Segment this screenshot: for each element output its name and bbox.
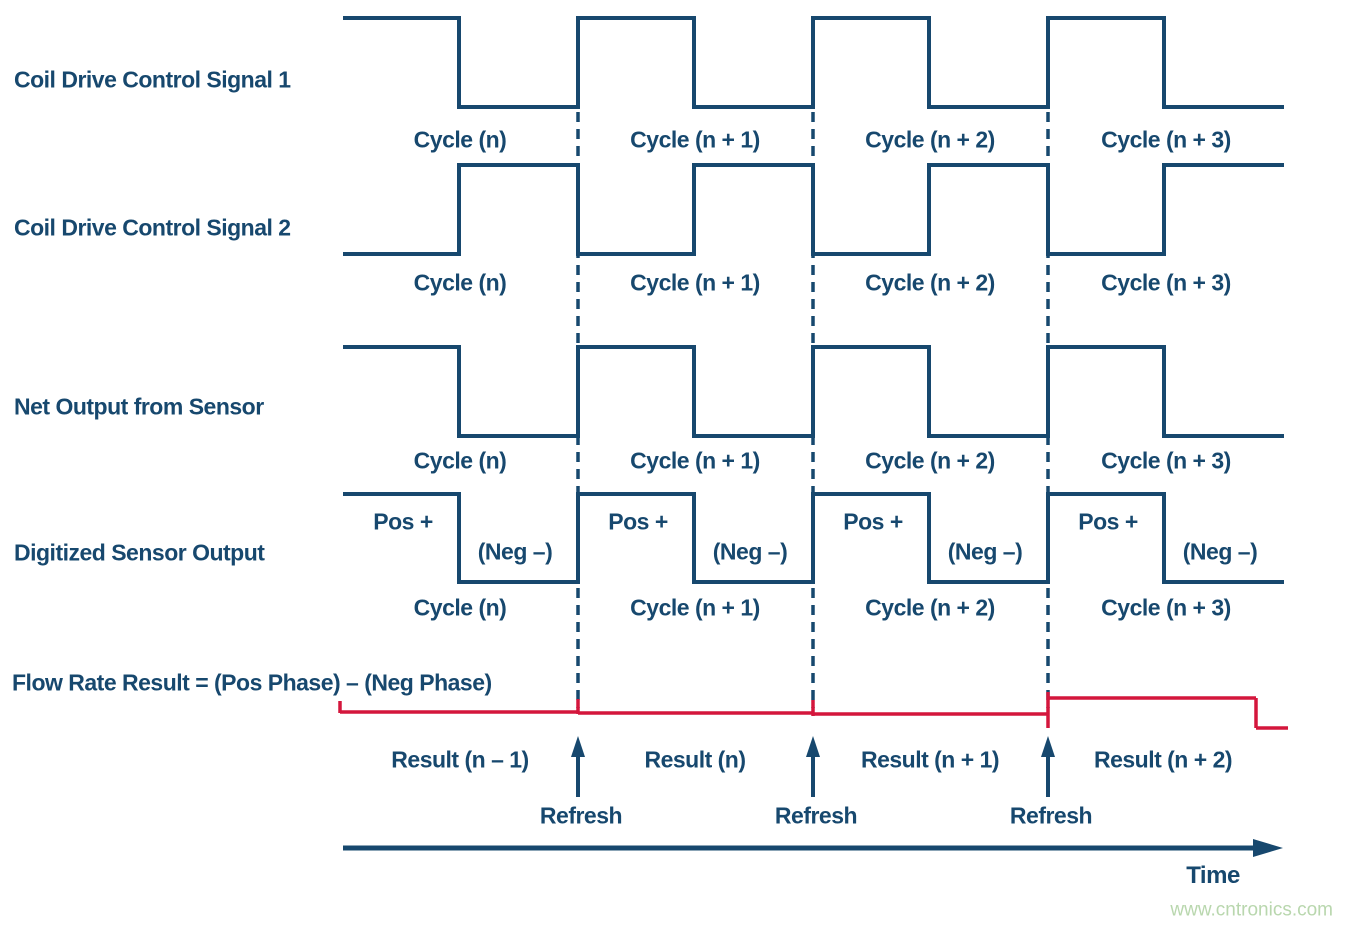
refresh-arrow-head-1 — [571, 736, 585, 757]
pos-phase-label-0: Pos + — [373, 508, 433, 535]
waveform-row-3 — [343, 345, 1284, 438]
pos-phase-label-1: Pos + — [608, 508, 668, 535]
watermark: www.cntronics.com — [1170, 899, 1333, 921]
result-label-1: Result (n) — [644, 746, 746, 773]
result-label-3: Result (n + 2) — [1093, 746, 1233, 773]
pos-phase-label-3: Pos + — [1078, 508, 1138, 535]
refresh-arrow-head-3 — [1041, 736, 1055, 757]
result-label-0: Result (n – 1) — [391, 746, 529, 773]
cycle-label-row2-3: Cycle (n + 3) — [1101, 269, 1231, 296]
cycle-label-row4-0: Cycle (n) — [413, 594, 507, 621]
neg-phase-label-0: (Neg –) — [477, 538, 553, 565]
pos-phase-label-2: Pos + — [843, 508, 903, 535]
time-axis-label: Time — [1186, 862, 1240, 889]
row-label-net-output: Net Output from Sensor — [14, 393, 264, 420]
refresh-label-2: Refresh — [774, 802, 858, 829]
row-label-coil-drive-signal-2: Coil Drive Control Signal 2 — [14, 214, 291, 241]
refresh-label-3: Refresh — [1009, 802, 1093, 829]
time-axis-arrow-head — [1253, 839, 1283, 857]
cycle-label-row2-0: Cycle (n) — [413, 269, 507, 296]
row-label-digitized-output: Digitized Sensor Output — [14, 539, 265, 566]
cycle-label-row2-1: Cycle (n + 1) — [630, 269, 760, 296]
waveform-row-4 — [343, 492, 1284, 584]
row-label-coil-drive-signal-1: Coil Drive Control Signal 1 — [14, 66, 291, 93]
row-label-flow-rate-result: Flow Rate Result = (Pos Phase) – (Neg Ph… — [12, 669, 492, 696]
cycle-label-row3-3: Cycle (n + 3) — [1101, 447, 1231, 474]
cycle-label-row1-3: Cycle (n + 3) — [1101, 126, 1231, 153]
neg-phase-label-1: (Neg –) — [712, 538, 788, 565]
neg-phase-label-3: (Neg –) — [1182, 538, 1258, 565]
cycle-label-row4-1: Cycle (n + 1) — [630, 594, 760, 621]
cycle-label-row3-1: Cycle (n + 1) — [630, 447, 760, 474]
cycle-label-row3-2: Cycle (n + 2) — [865, 447, 995, 474]
cycle-label-row2-2: Cycle (n + 2) — [865, 269, 995, 296]
cycle-label-row1-1: Cycle (n + 1) — [630, 126, 760, 153]
refresh-arrow-head-2 — [806, 736, 820, 757]
neg-phase-label-2: (Neg –) — [947, 538, 1023, 565]
cycle-label-row4-3: Cycle (n + 3) — [1101, 594, 1231, 621]
cycle-label-row4-2: Cycle (n + 2) — [865, 594, 995, 621]
cycle-label-row3-0: Cycle (n) — [413, 447, 507, 474]
cycle-label-row1-2: Cycle (n + 2) — [865, 126, 995, 153]
waveform-row-1 — [343, 16, 1284, 109]
cycle-label-row1-0: Cycle (n) — [413, 126, 507, 153]
waveform-row-2 — [343, 163, 1284, 256]
result-label-2: Result (n + 1) — [860, 746, 1000, 773]
refresh-label-1: Refresh — [539, 802, 623, 829]
